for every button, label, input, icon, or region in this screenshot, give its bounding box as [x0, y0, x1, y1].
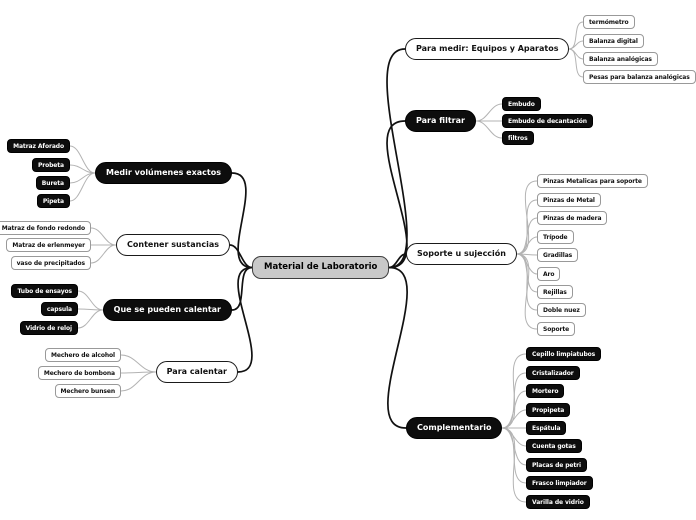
child-espatula[interactable]: Espátula [526, 421, 567, 436]
child-balanza-analogicas[interactable]: Balanza analógicas [583, 52, 658, 67]
child-frasco-limpiador[interactable]: Frasco limpiador [526, 476, 593, 491]
child-mechero-bunsen[interactable]: Mechero bunsen [54, 384, 121, 399]
center-topic-material-de-laboratorio[interactable]: Material de Laboratorio [252, 256, 390, 279]
child-pesas-para-balanza-analogicas[interactable]: Pesas para balanza analógicas [583, 70, 696, 85]
child-mechero-de-bombona[interactable]: Mechero de bombona [37, 366, 121, 381]
child-filtros[interactable]: filtros [502, 131, 534, 146]
child-matraz-de-fondo-redondo[interactable]: Matraz de fondo redondo [0, 221, 91, 236]
child-varilla-de-vidrio[interactable]: Varilla de vidrio [526, 495, 590, 510]
child-mechero-de-alcohol[interactable]: Mechero de alcohol [45, 348, 121, 363]
child-pinzas-de-metal[interactable]: Pinzas de Metal [537, 193, 601, 208]
child-bureta[interactable]: Bureta [35, 176, 70, 191]
branch-para-medir-equipos-y-aparatos[interactable]: Para medir: Equipos y Aparatos [405, 38, 570, 60]
child-pinzas-de-madera[interactable]: Pinzas de madera [537, 211, 608, 226]
child-embudo[interactable]: Embudo [502, 97, 541, 112]
child-balanza-digital[interactable]: Balanza digital [583, 34, 644, 49]
child-matraz-de-erlenmeyer[interactable]: Matraz de erlenmeyer [6, 238, 91, 253]
child-placas-de-petri[interactable]: Placas de petri [526, 458, 587, 473]
child-pipeta[interactable]: Pipeta [36, 194, 70, 209]
child-embudo-de-decantacion[interactable]: Embudo de decantación [502, 114, 593, 129]
child-cuenta-gotas[interactable]: Cuenta gotas [526, 439, 582, 454]
child-gradillas[interactable]: Gradillas [537, 248, 579, 263]
child-tripode[interactable]: Trípode [537, 230, 574, 245]
child-doble-nuez[interactable]: Doble nuez [537, 303, 586, 318]
child-termometro[interactable]: termómetro [583, 15, 635, 30]
branch-medir-volumenes-exactos[interactable]: Medir volúmenes exactos [95, 162, 232, 184]
child-tubo-de-ensayos[interactable]: Tubo de ensayos [11, 284, 78, 299]
branch-soporte-u-sujeccion[interactable]: Soporte u sujección [406, 243, 517, 265]
child-aro[interactable]: Aro [537, 267, 561, 282]
child-rejillas[interactable]: Rejillas [537, 285, 573, 300]
branch-complementario[interactable]: Complementario [406, 417, 503, 439]
child-pinzas-metalicas-para-soporte[interactable]: Pinzas Metalicas para soporte [537, 174, 648, 189]
child-capsula[interactable]: capsula [40, 302, 78, 317]
child-vaso-de-precipitados[interactable]: vaso de precipitados [10, 256, 91, 271]
child-cristalizador[interactable]: Cristalizador [526, 366, 580, 381]
child-cepillo-limpiatubos[interactable]: Cepillo limpiatubos [526, 347, 602, 362]
child-vidrio-de-reloj[interactable]: Vidrio de reloj [19, 321, 78, 336]
branch-para-calentar[interactable]: Para calentar [155, 361, 238, 383]
child-matraz-aforado[interactable]: Matraz Aforado [7, 139, 70, 154]
branch-contener-sustancias[interactable]: Contener sustancias [116, 234, 230, 256]
branch-que-se-pueden-calentar[interactable]: Que se pueden calentar [102, 299, 232, 321]
child-probeta[interactable]: Probeta [31, 158, 70, 173]
child-soporte[interactable]: Soporte [537, 322, 576, 337]
branch-para-filtrar[interactable]: Para filtrar [405, 110, 476, 132]
child-mortero[interactable]: Mortero [526, 384, 565, 399]
child-propipeta[interactable]: Propipeta [526, 403, 571, 418]
